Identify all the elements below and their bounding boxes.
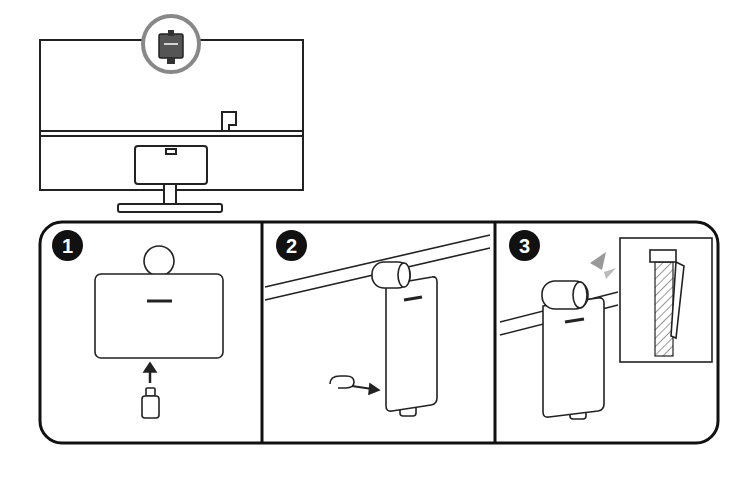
step-number: 2 — [286, 236, 297, 256]
step3-webcam-clicked — [500, 252, 618, 419]
step2-webcam-on-monitor — [265, 235, 490, 416]
steps-frame — [40, 222, 718, 443]
clip-detail-inset — [620, 238, 712, 362]
step-number-badge: 3 — [509, 230, 540, 261]
step1-webcam — [95, 246, 223, 418]
step-number: 1 — [62, 236, 73, 256]
webcam-mount-highlight — [143, 16, 199, 72]
step-number: 3 — [519, 236, 530, 256]
step-number-badge: 2 — [276, 230, 307, 261]
step-number-badge: 1 — [52, 230, 83, 261]
